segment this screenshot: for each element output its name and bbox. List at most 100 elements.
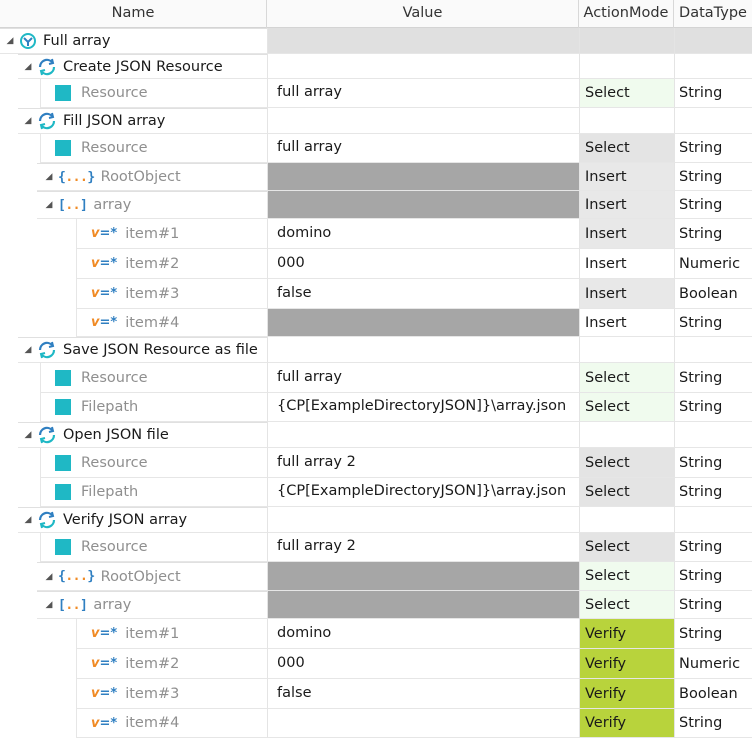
actionmode-cell[interactable]: Insert [579, 191, 674, 219]
actionmode-cell[interactable] [579, 337, 674, 363]
name-cell[interactable]: Resource [40, 363, 267, 393]
actionmode-cell[interactable] [579, 108, 674, 134]
actionmode-cell[interactable]: Insert [579, 309, 674, 337]
actionmode-cell[interactable]: Verify [579, 679, 674, 709]
value-cell[interactable]: full array 2 [267, 448, 579, 478]
expand-collapse-toggle-icon[interactable]: ◢ [24, 345, 32, 355]
name-cell[interactable]: ◢Verify JSON array [18, 507, 267, 533]
value-cell[interactable] [267, 191, 579, 219]
datatype-cell[interactable] [674, 108, 752, 134]
datatype-cell[interactable]: String [674, 219, 752, 249]
name-cell[interactable]: v=*item#3 [76, 279, 267, 309]
datatype-cell[interactable]: String [674, 393, 752, 422]
actionmode-cell[interactable]: Select [579, 363, 674, 393]
actionmode-cell[interactable]: Verify [579, 649, 674, 679]
actionmode-cell[interactable] [579, 507, 674, 533]
expand-collapse-toggle-icon[interactable]: ◢ [24, 430, 32, 440]
name-cell[interactable]: v=*item#2 [76, 649, 267, 679]
expand-collapse-toggle-icon[interactable]: ◢ [45, 200, 53, 210]
name-cell[interactable]: ◢Open JSON file [18, 422, 267, 448]
column-header-name[interactable]: Name [0, 0, 267, 28]
actionmode-cell[interactable]: Insert [579, 163, 674, 191]
value-cell[interactable]: {CP[ExampleDirectoryJSON]}\array.json [267, 478, 579, 507]
name-cell[interactable]: ◢{...}RootObject [37, 163, 267, 191]
tree-row[interactable]: Filepath{CP[ExampleDirectoryJSON]}\array… [0, 478, 752, 507]
name-cell[interactable]: ◢Fill JSON array [18, 108, 267, 134]
name-cell[interactable]: v=*item#1 [76, 219, 267, 249]
datatype-cell[interactable]: String [674, 533, 752, 562]
datatype-cell[interactable]: Boolean [674, 279, 752, 309]
datatype-cell[interactable]: String [674, 591, 752, 619]
expand-collapse-toggle-icon[interactable]: ◢ [24, 515, 32, 525]
datatype-cell[interactable]: String [674, 134, 752, 163]
value-cell[interactable]: 000 [267, 249, 579, 279]
value-cell[interactable] [267, 337, 579, 363]
value-cell[interactable] [267, 591, 579, 619]
datatype-cell[interactable]: String [674, 191, 752, 219]
value-cell[interactable] [267, 163, 579, 191]
expand-collapse-toggle-icon[interactable]: ◢ [45, 571, 53, 582]
actionmode-cell[interactable]: Select [579, 533, 674, 562]
expand-collapse-toggle-icon[interactable]: ◢ [24, 61, 32, 72]
actionmode-cell[interactable]: Select [579, 448, 674, 478]
actionmode-cell[interactable]: Insert [579, 219, 674, 249]
datatype-cell[interactable]: String [674, 562, 752, 591]
tree-row[interactable]: ◢Open JSON file [0, 422, 752, 448]
value-cell[interactable] [267, 108, 579, 134]
value-cell[interactable] [267, 562, 579, 591]
name-cell[interactable]: Resource [40, 134, 267, 163]
name-cell[interactable]: Resource [40, 533, 267, 562]
name-cell[interactable]: v=*item#4 [76, 309, 267, 337]
actionmode-cell[interactable]: Select [579, 79, 674, 108]
value-cell[interactable]: domino [267, 619, 579, 649]
value-cell[interactable]: full array [267, 134, 579, 163]
value-cell[interactable] [267, 309, 579, 337]
name-cell[interactable]: ◢{...}RootObject [37, 562, 267, 591]
datatype-cell[interactable]: String [674, 363, 752, 393]
datatype-cell[interactable] [674, 422, 752, 448]
column-header-datatype[interactable]: DataType [679, 5, 747, 21]
name-cell[interactable]: ◢Save JSON Resource as file [18, 337, 267, 363]
name-cell[interactable]: Filepath [40, 478, 267, 507]
datatype-cell[interactable]: String [674, 619, 752, 649]
datatype-cell[interactable]: String [674, 79, 752, 108]
name-cell[interactable]: v=*item#2 [76, 249, 267, 279]
datatype-cell[interactable]: Boolean [674, 679, 752, 709]
value-cell[interactable]: false [267, 279, 579, 309]
tree-row[interactable]: ◢Full array [0, 28, 752, 54]
actionmode-cell[interactable]: Select [579, 478, 674, 507]
name-cell[interactable]: v=*item#1 [76, 619, 267, 649]
value-cell[interactable]: full array [267, 79, 579, 108]
name-cell[interactable]: ◢Full array [0, 28, 267, 54]
actionmode-cell[interactable]: Select [579, 562, 674, 591]
expand-collapse-toggle-icon[interactable]: ◢ [45, 600, 53, 610]
name-cell[interactable]: ◢[..]array [37, 591, 267, 619]
datatype-cell[interactable]: String [674, 163, 752, 191]
column-header-actionmode[interactable]: ActionMode [579, 0, 674, 28]
tree-row[interactable]: ◢Save JSON Resource as file [0, 337, 752, 363]
value-cell[interactable] [267, 709, 579, 738]
value-cell[interactable]: false [267, 679, 579, 709]
expand-collapse-toggle-icon[interactable]: ◢ [6, 36, 14, 46]
datatype-cell[interactable] [674, 337, 752, 363]
datatype-cell[interactable] [674, 54, 752, 79]
value-cell[interactable] [267, 422, 579, 448]
actionmode-cell[interactable] [579, 28, 674, 54]
actionmode-cell[interactable]: Insert [579, 249, 674, 279]
actionmode-cell[interactable]: Verify [579, 619, 674, 649]
actionmode-cell[interactable] [579, 422, 674, 448]
value-cell[interactable]: full array [267, 363, 579, 393]
datatype-cell[interactable]: String [674, 478, 752, 507]
tree-row[interactable]: ◢Create JSON Resource [0, 54, 752, 79]
